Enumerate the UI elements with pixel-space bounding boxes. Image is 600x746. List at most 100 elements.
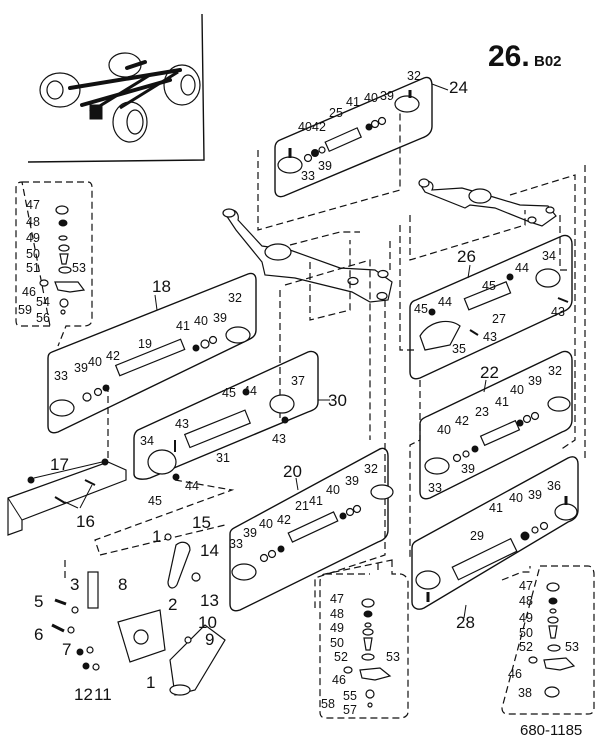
label-53: 53	[565, 640, 579, 654]
label-29: 29	[470, 529, 484, 543]
label-40: 40	[509, 491, 523, 505]
label-33: 33	[428, 481, 442, 495]
label-39: 39	[528, 488, 542, 502]
assembly-number-28: 28	[456, 613, 475, 632]
label-32: 32	[228, 291, 242, 305]
label-40: 40	[194, 314, 208, 328]
tube-25	[324, 127, 363, 153]
label-59: 59	[18, 303, 32, 317]
label-31: 31	[216, 451, 230, 465]
label-23: 23	[475, 405, 489, 419]
group-suffix: B02	[534, 53, 562, 70]
label-42: 42	[455, 414, 469, 428]
label-49: 49	[26, 231, 40, 245]
frame-bracket: 17 16	[7, 455, 127, 536]
assembly-18: 18 32 39 40 41 19 42 40 39 33	[47, 272, 257, 434]
label-40: 40	[510, 383, 524, 397]
arm-35	[419, 320, 461, 351]
label-8: 8	[118, 575, 127, 594]
label-48: 48	[330, 607, 344, 621]
label-43b: 43	[483, 330, 497, 344]
assembly-number-18: 18	[152, 277, 171, 296]
label-10: 10	[198, 613, 217, 632]
label-33: 33	[229, 537, 243, 551]
label-52: 52	[519, 640, 533, 654]
label-43b: 43	[272, 432, 286, 446]
joint-34	[147, 449, 177, 475]
label-45b: 45	[414, 302, 428, 316]
label-54: 54	[36, 295, 50, 309]
label-14: 14	[200, 541, 219, 560]
label-48: 48	[519, 594, 533, 608]
label-52: 52	[334, 650, 348, 664]
ball-joint-32	[547, 396, 571, 412]
kit-mid: 47 48 49 50 52 53 46 55 58 57	[319, 559, 409, 719]
label-19: 19	[138, 337, 152, 351]
label-7: 7	[62, 640, 71, 659]
label-42: 42	[106, 349, 120, 363]
label-39b: 39	[243, 526, 257, 540]
assembly-number-22: 22	[480, 363, 499, 382]
label-46: 46	[332, 673, 346, 687]
assembly-20: 20 32 39 40 41 21 42 40 39 33	[229, 447, 394, 612]
group-title: 26. B02	[488, 40, 562, 73]
label-45: 45	[482, 279, 496, 293]
label-44b: 44	[185, 479, 199, 493]
label-21: 21	[295, 499, 309, 513]
assembly-28: 28 29 41 40 39 36	[411, 456, 579, 632]
label-32: 32	[407, 69, 421, 83]
label-37: 37	[291, 374, 305, 388]
group-number: 26.	[488, 40, 530, 73]
label-17: 17	[50, 455, 69, 474]
label-44b: 44	[438, 295, 452, 309]
label-9: 9	[205, 630, 214, 649]
kit-left: 47 48 49 50 51 53 46 54 59 56	[15, 181, 93, 347]
label-47: 47	[519, 579, 533, 593]
label-49: 49	[519, 611, 533, 625]
ball-joint-33	[424, 457, 450, 475]
assembly-22: 22 32 39 40 41 23 42 40 39 33	[419, 350, 573, 500]
pitman-arm: 1 15 14 13	[152, 513, 219, 610]
label-53: 53	[72, 261, 86, 275]
label-46: 46	[508, 667, 522, 681]
label-5: 5	[34, 592, 43, 611]
joint-34	[535, 268, 561, 288]
label-42: 42	[312, 120, 326, 134]
joint-37	[269, 394, 295, 414]
ball-joint-left	[415, 570, 441, 590]
label-51: 51	[26, 261, 40, 275]
assembly-number-30: 30	[328, 391, 347, 410]
steering-gear: 3 8 5 2 6 7 10 9 12 11 1	[34, 571, 226, 704]
label-41: 41	[495, 395, 509, 409]
label-2: 2	[168, 595, 177, 614]
label-42: 42	[277, 513, 291, 527]
label-41: 41	[489, 501, 503, 515]
assembly-30: 30 37 44 45 43 43 34 31 44 45	[133, 350, 347, 508]
kit-right: 47 48 49 50 52 53 46 38	[501, 565, 595, 715]
label-34: 34	[542, 249, 556, 263]
label-57: 57	[343, 703, 357, 717]
label-27: 27	[492, 312, 506, 326]
label-41: 41	[176, 319, 190, 333]
tube-29	[451, 537, 518, 581]
tube-27	[463, 281, 512, 311]
chassis-icon	[39, 52, 201, 143]
label-46: 46	[22, 285, 36, 299]
ball-joint-33	[49, 399, 75, 417]
label-50: 50	[26, 247, 40, 261]
label-56: 56	[36, 311, 50, 325]
label-40b: 40	[88, 355, 102, 369]
label-43: 43	[551, 305, 565, 319]
label-40b: 40	[437, 423, 451, 437]
label-16: 16	[76, 512, 95, 531]
label-47: 47	[330, 592, 344, 606]
label-40: 40	[364, 91, 378, 105]
label-44: 44	[515, 261, 529, 275]
label-1-top: 1	[152, 527, 161, 546]
assembly-24: 24 32 39 40 41 25 42 40 39 33	[274, 69, 468, 198]
tube-19	[114, 338, 186, 377]
label-39: 39	[345, 474, 359, 488]
label-39b: 39	[318, 159, 332, 173]
tube-21	[287, 511, 339, 543]
ball-joint-32	[394, 95, 420, 113]
